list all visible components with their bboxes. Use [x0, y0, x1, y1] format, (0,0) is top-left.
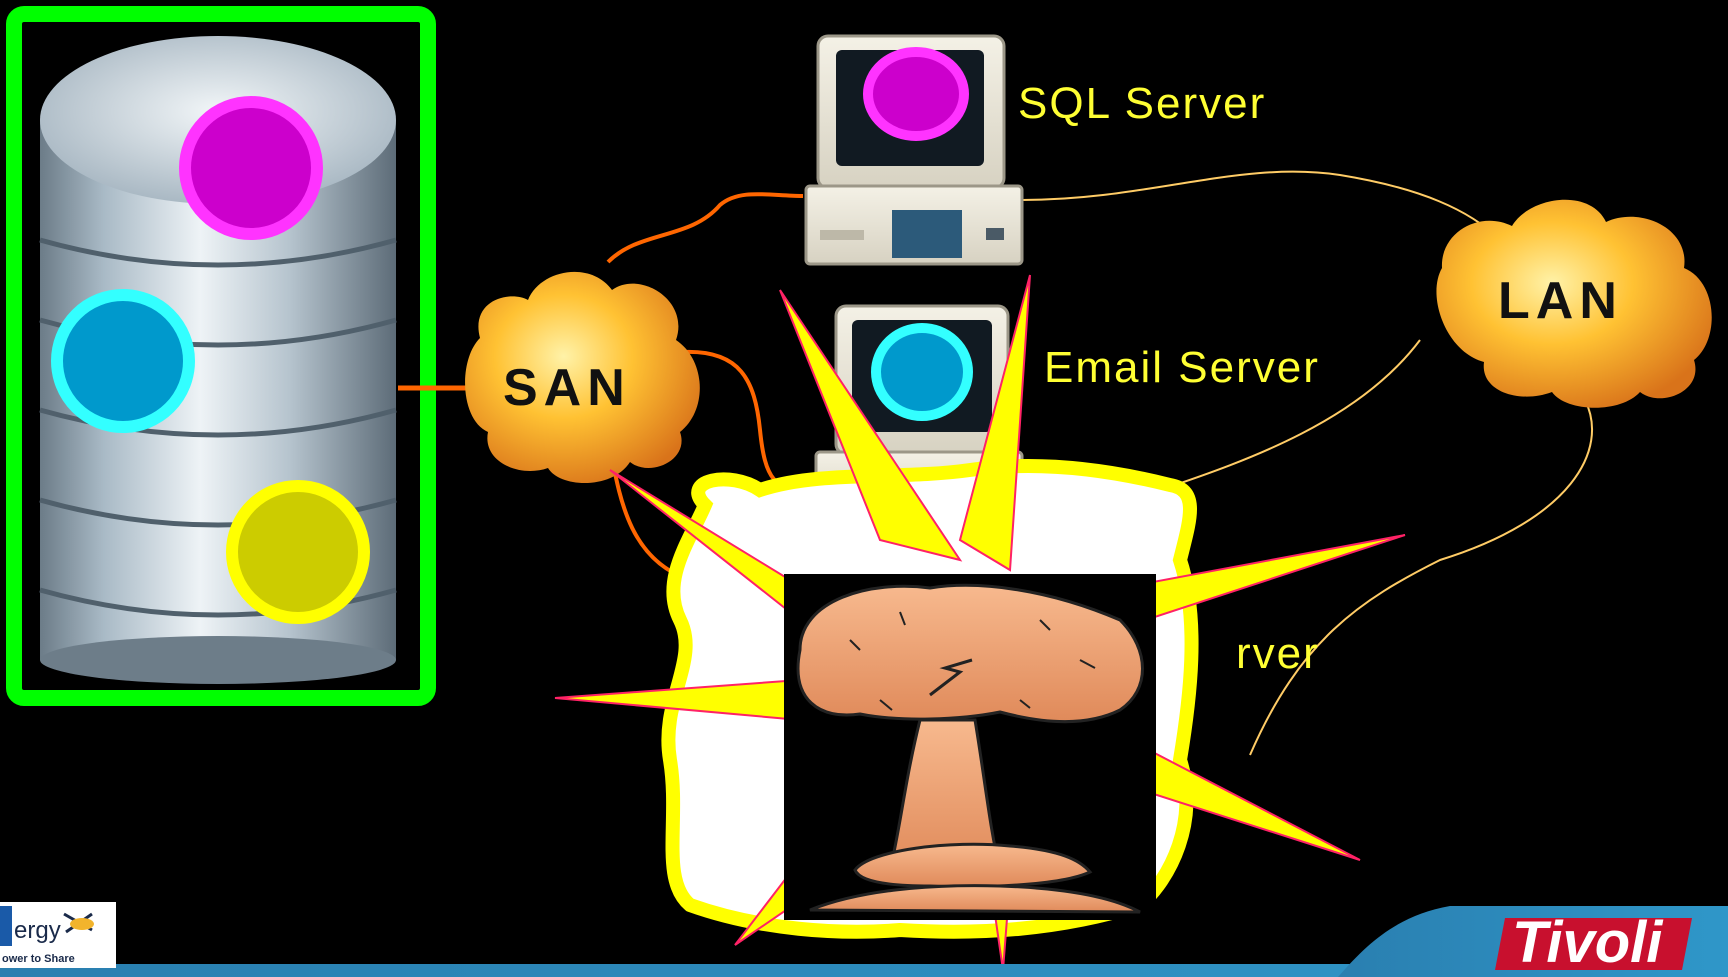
email-lan-link — [1159, 339, 1421, 491]
tivoli-logo-text: Tivoli — [1512, 910, 1664, 975]
footer: Tivoli ergy ower to Share — [0, 902, 1728, 977]
sql-disk-icon — [863, 47, 969, 141]
storage-disk-email — [51, 289, 195, 433]
nergy-logo: ergy ower to Share — [0, 902, 116, 968]
lan-cloud-shape — [1436, 199, 1712, 408]
san-cloud-shape — [465, 271, 700, 484]
sql-server: SQL Server — [804, 34, 1266, 266]
san-cloud: SAN — [465, 271, 700, 484]
mushroom-cloud-icon — [796, 583, 1144, 914]
sql-server-label: SQL Server — [1018, 79, 1266, 128]
email-server-label: Email Server — [1044, 343, 1320, 392]
storage-array — [6, 6, 436, 706]
storage-disk-file — [226, 480, 370, 624]
nergy-logo-text: ergy — [14, 917, 61, 944]
file-server-label-partial: rver — [1236, 629, 1320, 678]
tivoli-logo: Tivoli — [1495, 910, 1692, 975]
storage-disk-sql — [179, 96, 323, 240]
sql-lan-link — [1021, 170, 1501, 241]
san-email-link — [683, 349, 811, 494]
file-lan-link — [1249, 399, 1594, 756]
email-disk-icon — [871, 323, 973, 421]
explosion: rver — [554, 274, 1406, 971]
san-sql-link — [606, 192, 804, 264]
nergy-logo-tagline: ower to Share — [2, 953, 75, 965]
lan-cloud: LAN — [1436, 199, 1712, 408]
footer-bar — [0, 964, 1728, 977]
san-label: SAN — [503, 359, 631, 417]
lan-label: LAN — [1498, 272, 1623, 330]
storage-frame — [6, 6, 436, 706]
